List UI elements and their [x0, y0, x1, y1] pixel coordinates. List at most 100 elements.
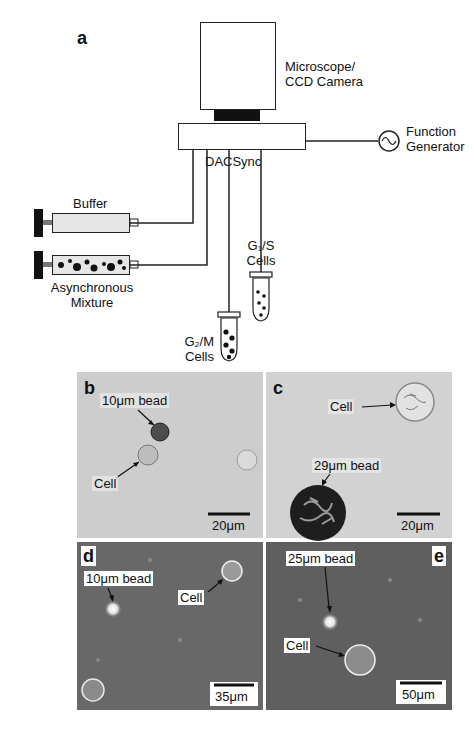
debris	[148, 558, 152, 562]
scale-box	[210, 682, 258, 706]
debris	[96, 658, 100, 662]
particle	[122, 266, 126, 270]
cell-dot	[262, 294, 266, 298]
tube-body	[253, 278, 269, 321]
cell	[237, 450, 257, 470]
cell-dot	[229, 348, 234, 353]
scale-label: 20μm	[399, 518, 436, 533]
cell-dot	[223, 342, 228, 347]
g2m-tube-outline	[218, 312, 240, 362]
particle	[107, 263, 115, 271]
syringe-nozzle	[130, 261, 138, 268]
object-label: Cell	[284, 638, 310, 653]
debris	[388, 578, 392, 582]
cell-dot	[229, 335, 234, 340]
tubing-line	[260, 150, 262, 272]
node-label: Function Generator	[406, 124, 474, 154]
sine-symbol	[382, 138, 396, 145]
object-label: 10μm bead	[100, 393, 169, 408]
arrow-head	[148, 420, 154, 425]
object-label: Cell	[92, 476, 118, 491]
scale-bar	[397, 513, 440, 516]
node-label: Microscope/ CCD Camera	[285, 59, 377, 89]
arrow-head	[338, 652, 345, 657]
arrow-head	[109, 595, 114, 602]
debris	[178, 638, 182, 642]
cell-dot	[256, 290, 260, 294]
tubing-line	[130, 150, 207, 265]
camera-lens	[214, 110, 260, 121]
bead	[321, 613, 339, 631]
tube-body	[221, 318, 237, 361]
leader-arrow	[208, 582, 220, 592]
object-label: 29μm bead	[312, 458, 381, 473]
camera-box: Microscope/ CCD Camera	[200, 22, 276, 110]
cell-dot	[259, 313, 263, 317]
cell	[222, 561, 242, 581]
panel-letter: a	[75, 28, 89, 48]
g2m-tube: G₂/M Cells	[218, 312, 240, 362]
cell	[82, 679, 104, 701]
particle	[118, 260, 123, 265]
scale-label: 50μm	[400, 687, 437, 702]
cell	[396, 383, 434, 421]
cell	[345, 645, 375, 675]
scale-label: 35μm	[213, 689, 250, 704]
leader-arrow	[138, 410, 154, 425]
node-label: Buffer	[73, 196, 133, 211]
mixture-syringe: Asynchronous Mixture	[52, 255, 130, 275]
tubing-line	[130, 150, 193, 223]
syringe-plunger	[34, 251, 43, 279]
bead	[151, 423, 169, 441]
cell-texture	[404, 394, 426, 410]
arrow-head	[133, 462, 139, 467]
node-label: Asynchronous Mixture	[47, 280, 137, 310]
scale-label: 20μm	[210, 518, 247, 533]
particle-dots	[53, 256, 128, 273]
g1s-tube-outline	[250, 272, 272, 322]
device-box: DACSync	[178, 123, 306, 150]
arrow-head	[217, 579, 223, 585]
debris	[418, 618, 422, 622]
function-generator: Function Generator	[378, 130, 400, 152]
particle	[102, 262, 106, 266]
object-label: 25μm bead	[286, 551, 355, 566]
bead-texture	[300, 498, 334, 524]
cell	[138, 445, 158, 465]
leader-arrow	[116, 462, 139, 478]
bead	[290, 485, 346, 541]
cell-dot	[257, 301, 261, 305]
panel-letter: c	[271, 378, 285, 398]
micrograph	[266, 542, 452, 710]
particle	[73, 263, 81, 271]
node-label: G₁/S Cells	[240, 238, 282, 268]
syringe-plunger	[34, 209, 43, 237]
generator-circle	[379, 131, 399, 151]
scale-box	[396, 680, 446, 704]
panel-letter: e	[432, 546, 446, 566]
object-label: 10μm bead	[84, 571, 153, 586]
cell-dot	[262, 306, 266, 310]
scale-bar	[208, 513, 250, 516]
function-generator-outline	[378, 130, 400, 152]
micrograph	[77, 542, 263, 710]
leader-arrow	[316, 646, 340, 654]
tube-lid	[250, 272, 272, 277]
scale-bar	[400, 682, 442, 685]
particle	[85, 260, 90, 265]
g1s-tube: G₁/S Cells	[250, 272, 272, 322]
arrow-head	[390, 402, 396, 408]
node-label: DACSync	[205, 154, 285, 169]
bead	[104, 600, 122, 618]
tubing-line	[228, 150, 230, 312]
debris	[298, 598, 302, 602]
syringe-nozzle	[130, 219, 138, 226]
leader-arrow	[362, 405, 392, 407]
particle	[58, 262, 64, 268]
object-label: Cell	[328, 399, 354, 414]
node-label: G₂/M Cells	[160, 334, 214, 364]
panel-letter: b	[82, 378, 97, 398]
